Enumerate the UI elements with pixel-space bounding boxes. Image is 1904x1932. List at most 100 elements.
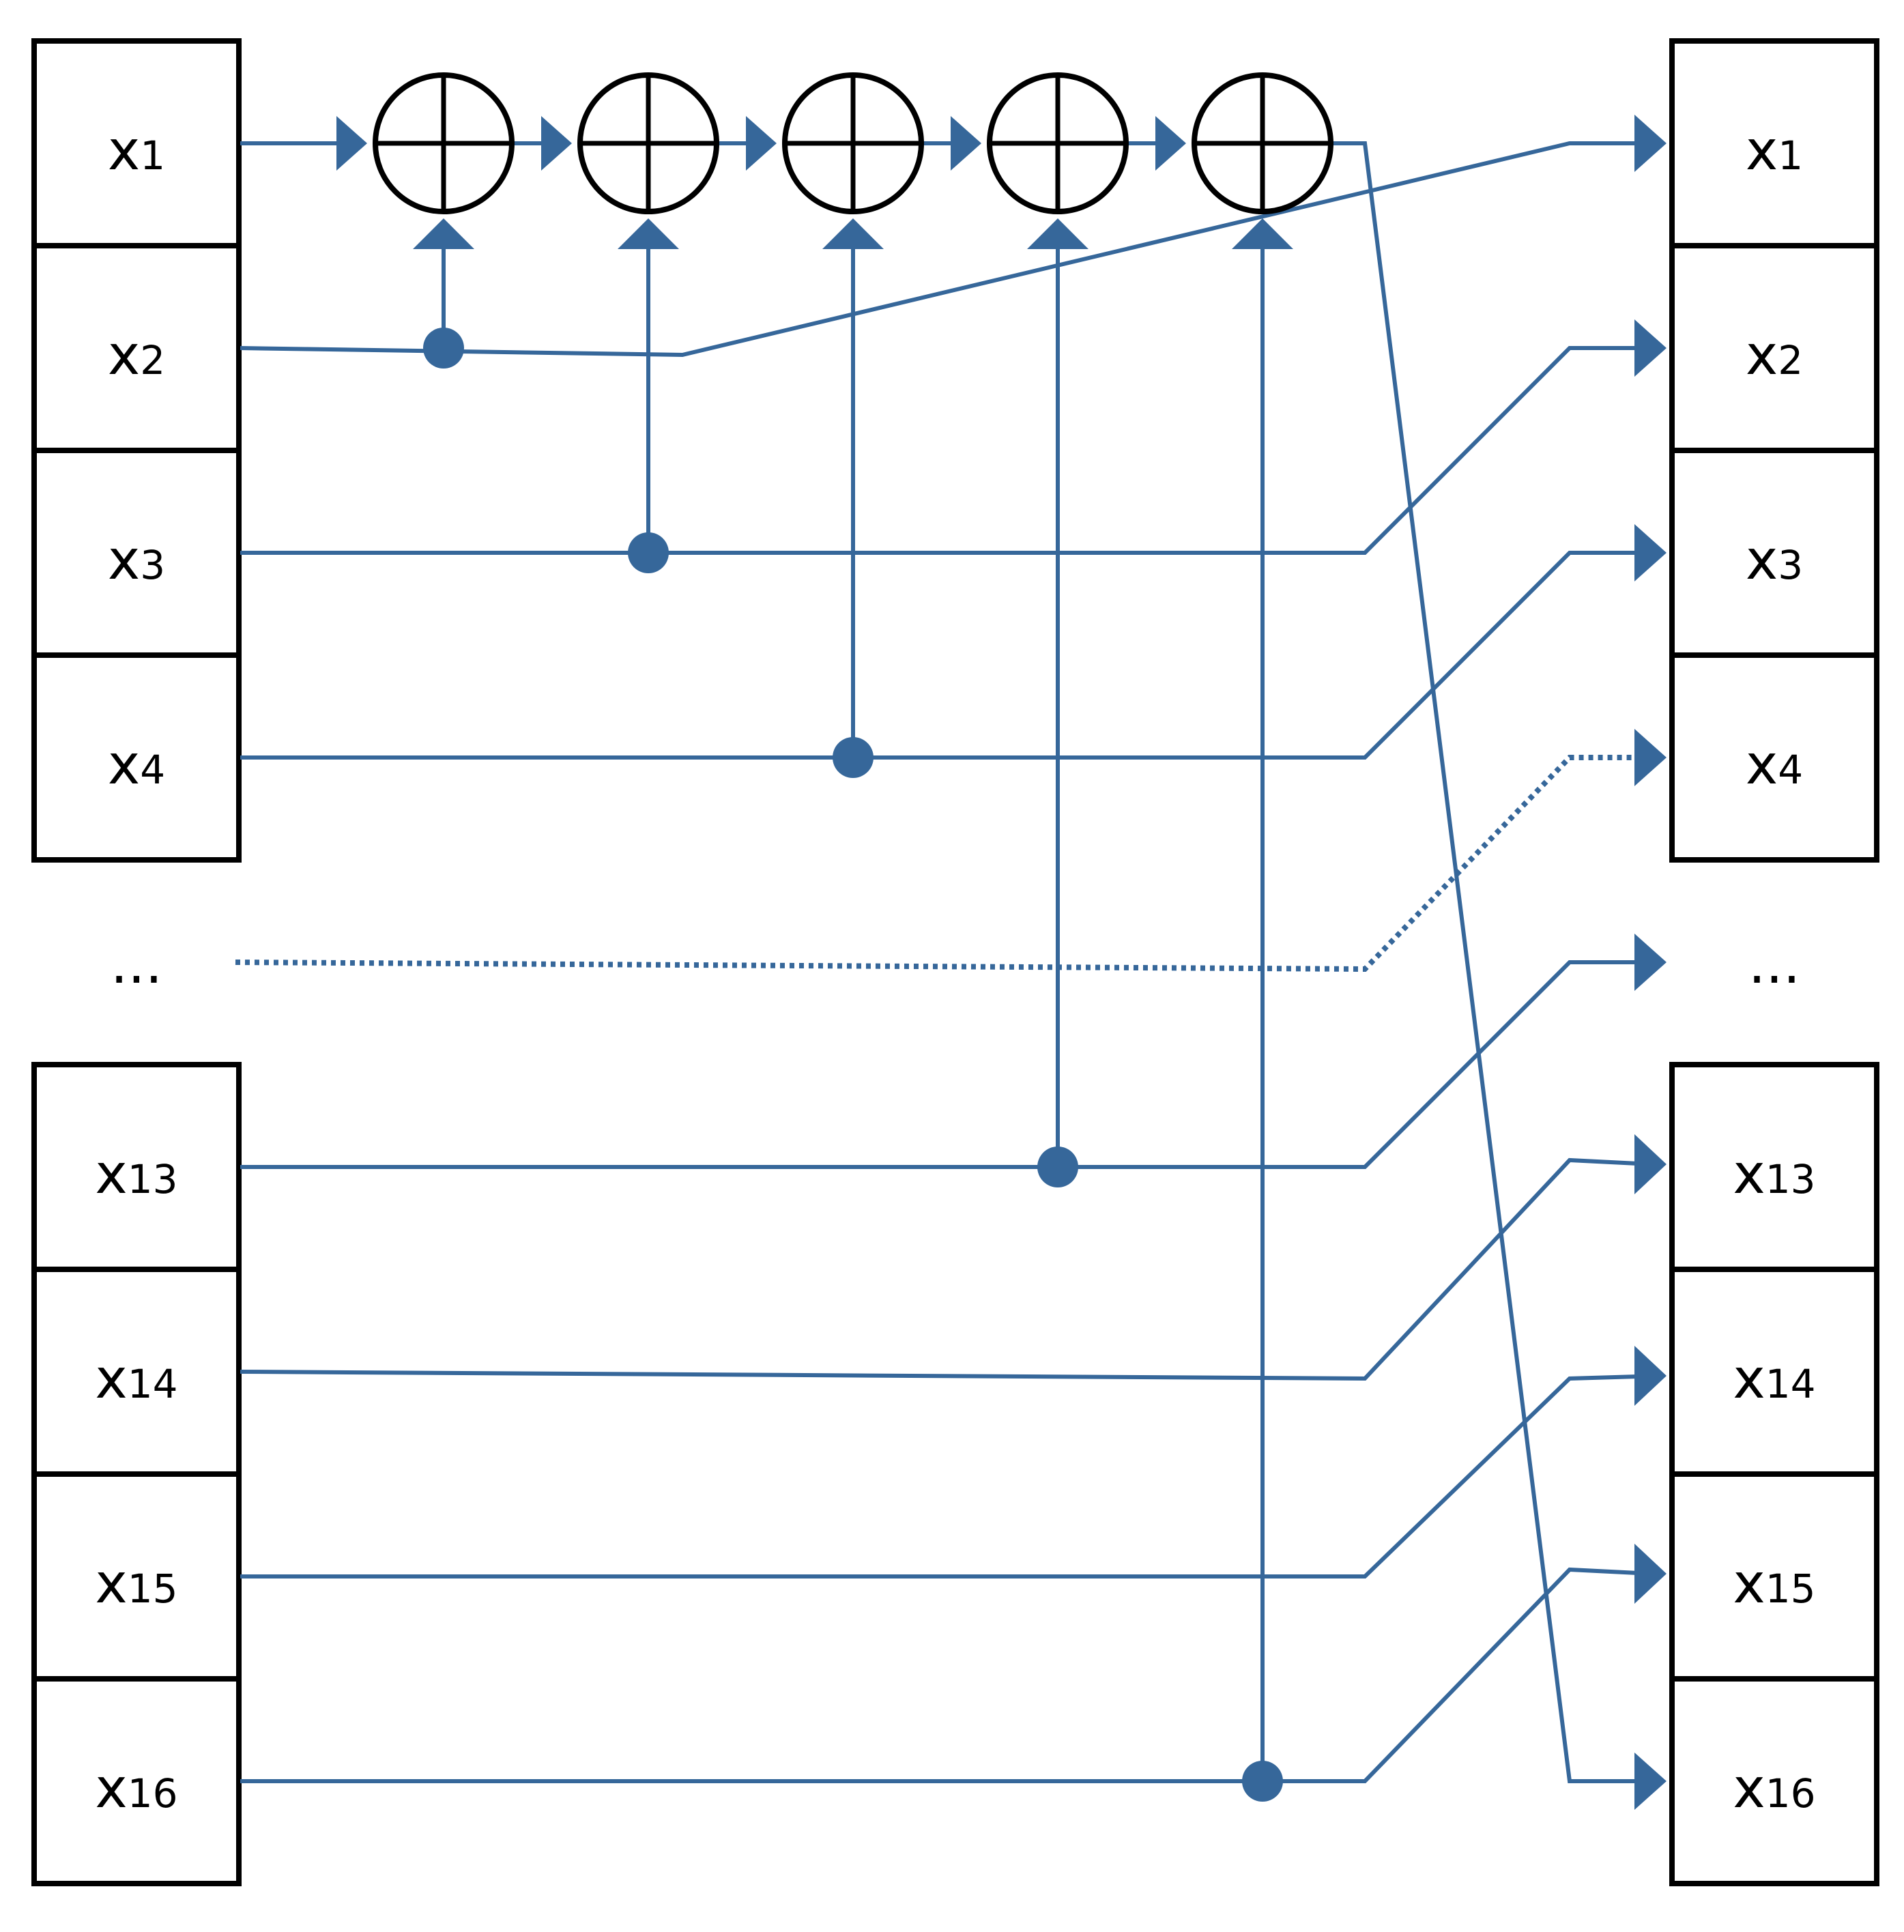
output-cell-x3: x3 [1669,448,1879,658]
tap-dot-x2 [423,328,464,369]
tap-dot-x16 [1242,1761,1283,1802]
shift-wire-x13 [240,960,1638,1169]
tap-arrowhead [1232,218,1293,249]
cell-base: x [1746,323,1778,387]
cell-base: x [1733,1347,1765,1411]
svg-text:x14: x14 [95,1347,177,1411]
cell-base: x [1746,528,1778,592]
tap-arrowhead [1027,218,1088,249]
output-cell-x4: x4 [1669,652,1879,863]
output-cell-x1: x1 [1669,38,1879,248]
cell-subscript: 1 [140,132,165,179]
cell-subscript: 4 [140,747,165,793]
tap-arrowhead [618,218,679,249]
shift-wire-x16 [240,1567,1639,1783]
cell-subscript: 16 [128,1770,178,1817]
tap-dot-x3 [628,532,669,573]
svg-text:x14: x14 [1733,1347,1815,1411]
output-arrowhead [1634,1346,1667,1406]
output-cell-x15: x15 [1669,1471,1879,1682]
cell-base: x [95,1142,127,1206]
cell-base: x [1746,733,1778,796]
feedback-wire [1331,141,1638,1783]
output-arrowhead [1634,1753,1667,1810]
xor-gates [373,72,1333,214]
cell-base: x [1733,1142,1765,1206]
svg-text:x4: x4 [108,733,165,796]
cell-subscript: 2 [1778,337,1803,384]
shift-wire-x4 [240,551,1638,760]
xor-gate-1 [373,72,515,214]
xor-gate-5 [1192,72,1333,214]
svg-text:x2: x2 [1746,323,1803,387]
output-arrowhead [1634,524,1667,581]
output-ellipsis: ... [1748,932,1800,996]
tap-arrowhead [822,218,884,249]
output-register: x1 x2 x3 x4 ... x13 x14 x15 x16 [1669,38,1879,1886]
input-cell-x4: x4 [31,652,242,863]
input-cell-x15: x15 [31,1471,242,1682]
cell-base: x [95,1757,127,1820]
chain-arrowhead [336,116,367,171]
cell-base: x [1733,1552,1765,1615]
output-arrowhead [1634,115,1667,172]
svg-text:x15: x15 [1733,1552,1815,1615]
cell-subscript: 4 [1778,747,1803,793]
tap-dot-x4 [833,737,874,778]
cell-subscript: 15 [128,1566,178,1612]
output-arrowhead [1634,319,1667,377]
cell-subscript: 2 [140,337,165,384]
cell-subscript: 15 [1765,1566,1816,1612]
chain-arrowhead [746,116,777,171]
xor-gate-3 [782,72,924,214]
svg-text:x1: x1 [1746,119,1803,182]
svg-text:x16: x16 [95,1757,177,1820]
output-arrowhead [1634,1544,1667,1604]
svg-text:x13: x13 [95,1142,177,1206]
cell-subscript: 3 [140,542,165,588]
tap-arrowhead [413,218,474,249]
output-cell-x16: x16 [1669,1676,1879,1886]
cell-subscript: 16 [1765,1770,1816,1817]
cell-base: x [95,1347,127,1411]
shift-wire-x14 [240,1157,1639,1381]
cell-base: x [108,528,140,592]
output-arrowhead [1634,729,1667,786]
shift-wire-ellipsis [235,755,1634,972]
tap-dot-x13 [1037,1147,1078,1187]
cell-base: x [1746,119,1778,182]
input-cell-x2: x2 [31,243,242,453]
output-arrowhead [1634,934,1667,991]
cell-subscript: 1 [1778,132,1803,179]
output-cell-x2: x2 [1669,243,1879,453]
shift-wire-x3 [240,346,1638,555]
input-cell-x3: x3 [31,448,242,658]
svg-text:x2: x2 [108,323,165,387]
input-cell-x14: x14 [31,1267,242,1477]
cell-subscript: 13 [1765,1156,1816,1202]
svg-text:x16: x16 [1733,1757,1815,1820]
input-cell-x16: x16 [31,1676,242,1886]
xor-gate-2 [577,72,719,214]
input-cell-x13: x13 [31,1062,242,1272]
input-ellipsis: ... [111,932,162,996]
output-cell-x13: x13 [1669,1062,1879,1272]
svg-text:x13: x13 [1733,1142,1815,1206]
xor-gate-4 [987,72,1129,214]
cell-base: x [108,733,140,796]
output-cell-x14: x14 [1669,1267,1879,1477]
svg-text:x3: x3 [108,528,165,592]
wires [235,115,1667,1810]
input-register: x1 x2 x3 x4 ... x13 x14 x15 x16 [31,38,242,1886]
cell-base: x [1733,1757,1765,1820]
output-arrowhead [1634,1134,1667,1194]
svg-text:x3: x3 [1746,528,1803,592]
chain-arrowhead [951,116,981,171]
cell-subscript: 14 [1765,1361,1816,1407]
cell-base: x [108,119,140,182]
cell-base: x [95,1552,127,1615]
svg-text:x15: x15 [95,1552,177,1615]
input-cell-x1: x1 [31,38,242,248]
cell-subscript: 3 [1778,542,1803,588]
